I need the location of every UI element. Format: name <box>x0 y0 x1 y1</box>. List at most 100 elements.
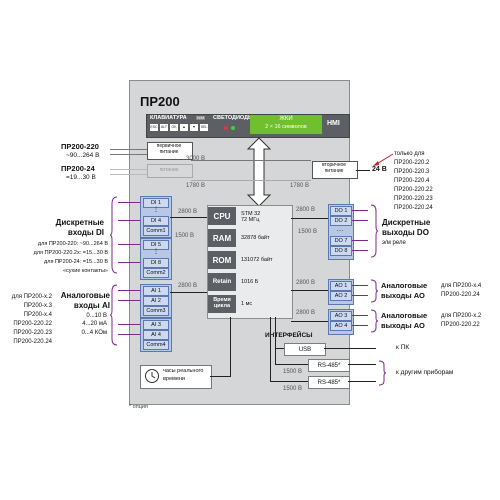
di-title-line2: входы DI <box>67 228 104 237</box>
model-220-label: ПР200-220 <box>61 142 99 151</box>
led-indicators <box>224 126 242 130</box>
ai-model-0: для ПР200-х.2 <box>11 294 52 300</box>
rs2-link <box>270 381 308 382</box>
comm-1: Comm1 <box>143 226 169 236</box>
rtc-line1: часы реального <box>163 368 204 374</box>
ram-key: RAM <box>208 229 236 247</box>
led-green-icon <box>231 126 235 130</box>
di-note-1: для ПР200-220.2х: =15...30 В <box>33 250 108 256</box>
isolation-3000: 3000 В <box>186 156 206 162</box>
device-title: ПР200 <box>140 94 180 109</box>
isolation-do-mid: 1500 В <box>298 229 318 235</box>
isolation-ao2: 2800 В <box>296 310 316 316</box>
isolation-do1: 2800 В <box>296 207 316 213</box>
cpu-ao-line2 <box>291 321 328 322</box>
ai-model-2: ПР200-х.4 <box>23 312 52 318</box>
ai-input-line-4 <box>118 334 140 335</box>
model-24-label: ПР200-24 <box>61 164 95 173</box>
comm-4: Comm4 <box>143 340 169 350</box>
comm-2: Comm2 <box>143 268 169 278</box>
isolation-di: 2800 В <box>178 209 198 215</box>
ai-title-line1: Аналоговые <box>60 291 110 300</box>
cpu-row-cycle: Время цикла 1 мс <box>208 295 291 313</box>
retain-value: 1016 Б <box>241 279 259 285</box>
di-input-line-1 <box>118 202 140 203</box>
ao1-model-0: для ПР200-х.4 <box>441 283 482 289</box>
rs1-link <box>275 364 308 365</box>
ao1-title-line2: выходы АО <box>381 291 425 300</box>
ao-4: AO 4 <box>330 321 352 331</box>
usb-port[interactable]: USB <box>284 343 326 356</box>
ai-model-1: ПР200-х.3 <box>23 303 52 309</box>
ao2-model-0: для ПР200-х.2 <box>441 313 482 319</box>
ao-1: AO 1 <box>330 281 352 291</box>
do-7: DO 7 <box>330 236 352 246</box>
power-line-24 <box>110 169 147 170</box>
isolation-ao1: 2800 В <box>296 280 316 286</box>
key-alt: ALT <box>160 124 168 131</box>
model-220-range: ~90...264 В <box>66 152 100 159</box>
ai-3: AI 3 <box>143 320 169 330</box>
only-for-2: ПР200-220.3 <box>394 169 430 175</box>
clock-icon <box>145 369 159 383</box>
do-title-line2: выходы DO <box>382 228 429 237</box>
isolation-di-mid: 1500 В <box>175 233 195 239</box>
power-line-220b <box>110 154 147 155</box>
usb-link <box>275 348 284 349</box>
keyboard-label: КЛАВИАТУРА <box>150 115 187 121</box>
di-input-line-4 <box>118 262 140 263</box>
do-out-2 <box>352 220 368 221</box>
ai-range-2: 0...4 КОм <box>81 330 107 336</box>
rs-brace-icon <box>378 360 386 386</box>
di-note-2: для ПР200-24: =15...30 В <box>44 259 108 265</box>
cpu-row-retain: Retain 1016 Б <box>208 273 291 291</box>
ao-2: AO 2 <box>330 291 352 301</box>
ao1-model-1: ПР200-220.24 <box>441 292 480 298</box>
ao2-title-line2: выходы АО <box>381 321 425 330</box>
only-for-3: ПР200-220.4 <box>394 178 430 184</box>
isolation-rs2: 1500 В <box>283 386 303 392</box>
ai-range-0: 0...10 В <box>86 313 107 319</box>
do-1: DO 1 <box>330 206 352 216</box>
to-devices-label: к другим приборам <box>396 369 454 376</box>
ai-brace-icon <box>110 284 118 346</box>
ai-2: AI 2 <box>143 296 169 306</box>
ao-out-2 <box>352 295 368 296</box>
rs1-out-line <box>348 364 376 365</box>
cpu-key: CPU <box>208 207 236 225</box>
ao-out-4 <box>352 325 368 326</box>
ram-value: 32878 байт <box>241 235 270 241</box>
secondary-out-line <box>356 170 370 171</box>
rtc-line2: времени <box>163 376 185 382</box>
di-brace-icon <box>110 196 118 274</box>
isolation-1780-left: 1780 В <box>186 183 206 189</box>
isolation-1780-right: 1780 В <box>290 183 310 189</box>
rs485-port-1[interactable]: RS-485* <box>308 359 350 372</box>
leds-label: СВЕТОДИОДЫ <box>213 115 254 121</box>
di-dots-1: ⋮ <box>153 207 159 213</box>
di-input-line-3 <box>118 244 140 245</box>
key-esc: ESC <box>150 124 158 131</box>
out-24v-label: 24 В <box>372 166 387 173</box>
hmi-cpu-bus-arrow <box>246 137 272 207</box>
lcd-title: ЖКИ <box>279 116 293 122</box>
lcd-display <box>250 115 322 134</box>
rtc-link-up <box>230 317 231 377</box>
rom-value: 131072 байт <box>241 257 273 263</box>
rtc-link <box>210 376 230 377</box>
model-24-range: =19...30 В <box>66 174 96 181</box>
cpu-do-line <box>291 218 328 219</box>
ai-model-5: ПР200-220.24 <box>13 339 52 345</box>
di-5: DI 5 <box>143 240 169 250</box>
ao-out-3 <box>352 315 368 316</box>
key-sel: SEL <box>200 124 208 131</box>
do-out-1 <box>352 210 368 211</box>
do-brace-icon <box>370 204 378 258</box>
power-24-label: питание <box>159 167 179 173</box>
rs485-port-2[interactable]: RS-485* <box>308 376 350 389</box>
ai-model-4: ПР200-220.23 <box>13 330 52 336</box>
do-title-line1: Дискретные <box>382 218 431 227</box>
iface-bus-vertical <box>270 317 271 382</box>
